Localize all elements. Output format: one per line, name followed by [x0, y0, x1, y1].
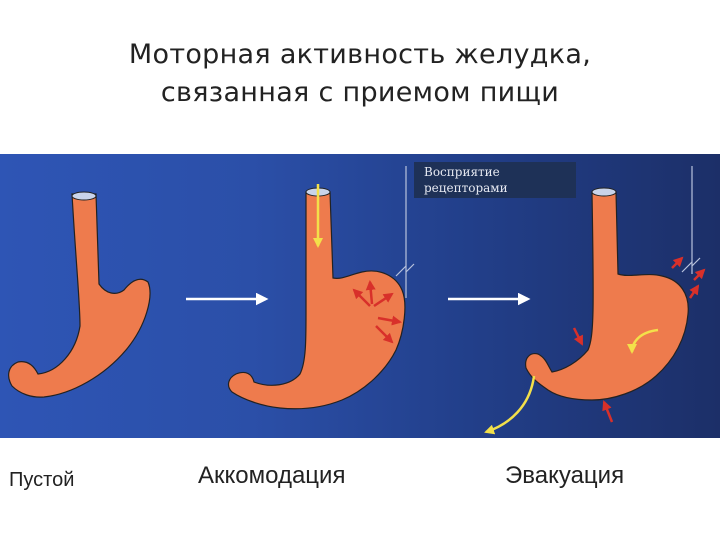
- contraction-arrows: [572, 256, 706, 423]
- stage-label-accommodation: Аккомодация: [198, 462, 346, 489]
- red-arrow: [688, 284, 700, 299]
- gastric-mixing-arrow: [627, 328, 659, 354]
- vagal-nerve-line: [395, 166, 415, 298]
- red-arrow: [352, 288, 371, 307]
- red-arrow: [693, 268, 706, 281]
- stage-label-empty: Пустой: [9, 469, 75, 491]
- title-line-2: связанная с приемом пищи: [160, 77, 560, 108]
- red-arrow: [572, 327, 584, 346]
- red-arrow: [365, 280, 376, 305]
- red-arrow: [375, 325, 394, 344]
- evacuation-outflow-arrow: [484, 375, 536, 435]
- red-arrow: [377, 315, 402, 326]
- relaxation-arrows: [352, 280, 402, 344]
- red-arrow: [671, 256, 684, 269]
- diagram-panel: [0, 154, 720, 438]
- stomach-empty: [8, 191, 151, 398]
- perception-line-1: Восприятие: [424, 165, 500, 179]
- title-line-1: Моторная активность желудка,: [128, 39, 592, 70]
- vagal-nerve-line: [681, 166, 701, 274]
- stomach-diagram: [8, 166, 706, 435]
- slide-title: Моторная активность желудка, связанная с…: [0, 36, 720, 112]
- red-arrow: [373, 292, 394, 308]
- perception-line-2: рецепторами: [424, 181, 508, 195]
- stage-label-evacuation: Эвакуация: [505, 462, 625, 489]
- stomach-evacuation: [525, 187, 689, 401]
- red-arrow: [602, 400, 614, 423]
- receptor-perception-label: Восприятие рецепторами: [414, 162, 576, 198]
